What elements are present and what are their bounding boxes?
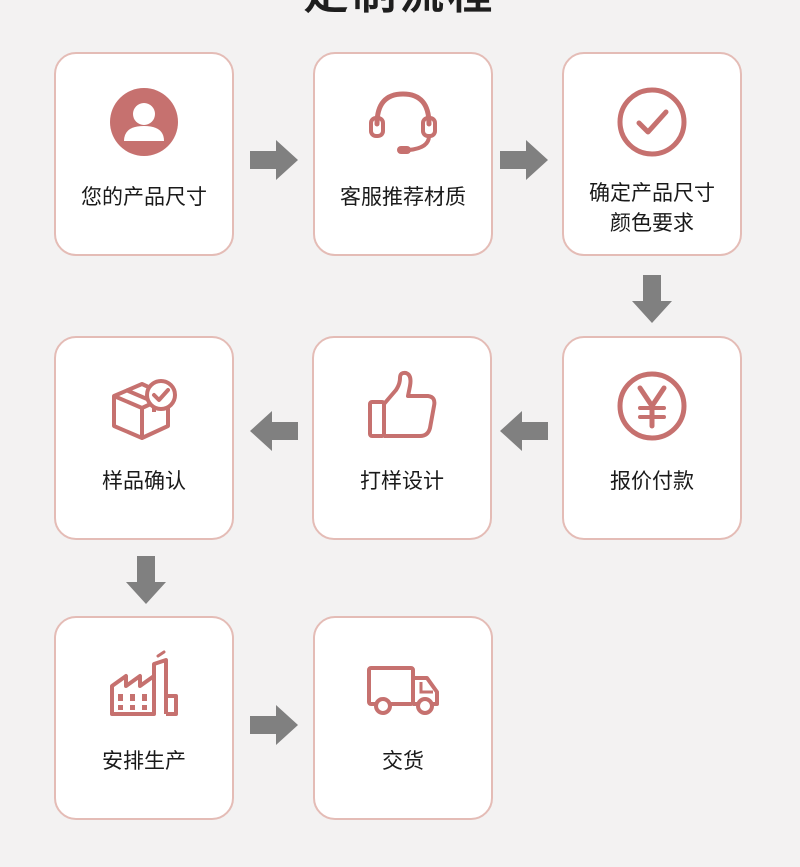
step-card-delivery: 交货 bbox=[313, 616, 493, 820]
arrow-right-icon bbox=[250, 703, 298, 747]
arrow-right-icon bbox=[500, 138, 548, 182]
step-label: 报价付款 bbox=[610, 469, 694, 493]
step-label: 确定产品尺寸 颜色要求 bbox=[589, 181, 715, 235]
step-card-product-size: 您的产品尺寸 bbox=[54, 52, 234, 256]
arrow-right-icon bbox=[250, 138, 298, 182]
yen-coin-icon bbox=[614, 368, 690, 444]
step-card-quote-payment: 报价付款 bbox=[562, 336, 742, 540]
arrow-down-icon bbox=[630, 275, 674, 323]
check-circle-icon bbox=[614, 84, 690, 160]
step-card-confirm-specs: 确定产品尺寸 颜色要求 bbox=[562, 52, 742, 256]
step-label: 您的产品尺寸 bbox=[81, 185, 207, 209]
step-label: 客服推荐材质 bbox=[340, 185, 466, 209]
truck-icon bbox=[365, 648, 441, 724]
box-check-icon bbox=[106, 368, 182, 444]
step-card-material: 客服推荐材质 bbox=[313, 52, 493, 256]
step-label: 交货 bbox=[382, 749, 424, 773]
step-card-sample-confirm: 样品确认 bbox=[54, 336, 234, 540]
thumbs-up-icon bbox=[364, 368, 440, 444]
step-label: 样品确认 bbox=[102, 469, 186, 493]
headset-icon bbox=[365, 84, 441, 160]
arrow-left-icon bbox=[500, 409, 548, 453]
step-label: 打样设计 bbox=[360, 469, 444, 493]
step-card-sample-design: 打样设计 bbox=[312, 336, 492, 540]
step-card-production: 安排生产 bbox=[54, 616, 234, 820]
step-label: 安排生产 bbox=[102, 749, 186, 773]
page-title: 定制流程 bbox=[0, 0, 800, 16]
arrow-down-icon bbox=[124, 556, 168, 604]
user-avatar-icon bbox=[106, 84, 182, 160]
arrow-left-icon bbox=[250, 409, 298, 453]
factory-icon bbox=[106, 648, 182, 724]
